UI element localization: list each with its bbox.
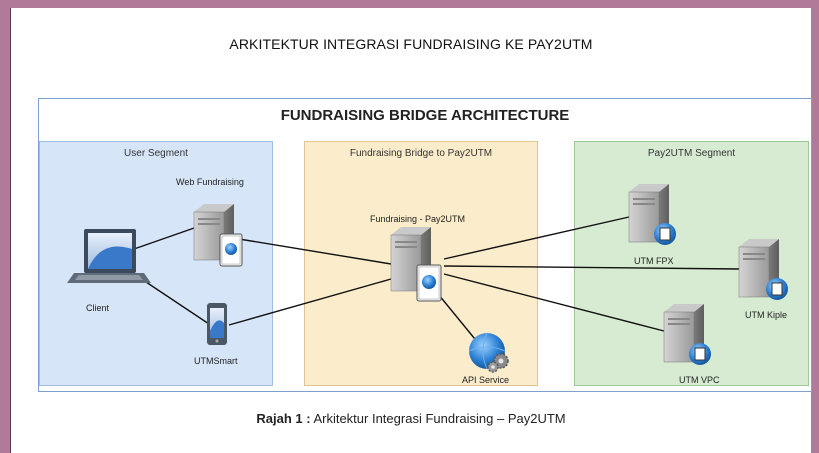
link-bridge-kiple bbox=[443, 265, 740, 270]
api-service-label: API Service bbox=[462, 375, 510, 385]
bridge-segment-label: Fundraising Bridge to Pay2UTM bbox=[349, 148, 493, 159]
link-bridge-vpc bbox=[443, 273, 665, 332]
utm-kiple-label: UTM Kiple bbox=[745, 310, 788, 320]
document-page: ARKITEKTUR INTEGRASI FUNDRAISING KE PAY2… bbox=[10, 8, 812, 453]
architecture-diagram: FUNDRAISING BRIDGE ARCHITECTURE User Seg… bbox=[38, 98, 812, 392]
utm-fpx-server-icon bbox=[628, 184, 676, 245]
web-fundraising-label: Web Fundraising bbox=[176, 177, 244, 187]
api-service-icon bbox=[468, 332, 509, 373]
page-title: ARKITEKTUR INTEGRASI FUNDRAISING KE PAY2… bbox=[229, 36, 593, 52]
user-segment-label: User Segment bbox=[124, 148, 188, 159]
smartphone-icon bbox=[207, 303, 227, 345]
figure-caption: Rajah 1 : Arkitektur Integrasi Fundraisi… bbox=[11, 411, 811, 426]
link-utmsmart-bridge bbox=[228, 278, 392, 326]
caption-text: Arkitektur Integrasi Fundraising – Pay2U… bbox=[310, 411, 566, 426]
fundraising-pay2utm-label: Fundraising - Pay2UTM bbox=[370, 214, 466, 224]
client-label: Client bbox=[86, 303, 110, 313]
caption-label: Rajah 1 : bbox=[256, 411, 311, 426]
link-web-bridge bbox=[238, 238, 392, 265]
pay2utm-segment-label: Pay2UTM Segment bbox=[647, 148, 736, 159]
link-client-web bbox=[133, 226, 198, 250]
utm-vpc-label: UTM VPC bbox=[679, 375, 720, 385]
diagram-title: FUNDRAISING BRIDGE ARCHITECTURE bbox=[280, 107, 570, 124]
utm-fpx-label: UTM FPX bbox=[634, 256, 674, 266]
link-bridge-fpx bbox=[443, 216, 630, 260]
utm-vpc-server-icon bbox=[663, 304, 711, 365]
web-server-icon bbox=[193, 204, 243, 267]
bridge-server-icon bbox=[390, 227, 442, 302]
laptop-icon bbox=[67, 229, 151, 283]
diagram-graphics bbox=[67, 184, 788, 373]
utmsmart-label: UTMSmart bbox=[194, 356, 238, 366]
utm-kiple-server-icon bbox=[738, 239, 788, 300]
